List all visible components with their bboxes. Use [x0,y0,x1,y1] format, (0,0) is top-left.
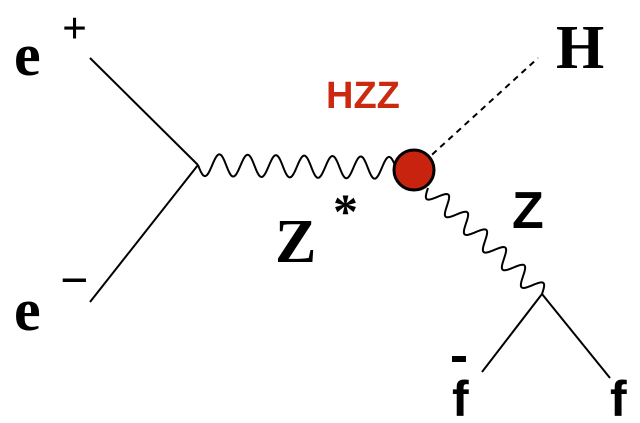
e-plus-sign: + [62,4,87,53]
antifermion-line [481,293,543,373]
e-minus-label: e [14,277,41,343]
antifermion-bar [452,356,466,362]
e-minus-sign: − [60,252,89,308]
higgs-label: H [556,14,604,82]
z-boson-label: Z [512,182,544,240]
z-boson-line [424,187,546,295]
antifermion-label: f [452,371,469,423]
z-star-propagator [197,153,397,180]
higgs-line [423,57,539,163]
e-minus-line [89,164,199,303]
fermion-line [541,293,611,379]
e-plus-label: e [14,22,41,88]
z-star-label: Z [275,208,316,276]
z-star-mark: * [333,183,358,239]
hzz-vertex [392,148,436,192]
fermion-label: f [610,371,627,423]
vertex-label: HZZ [326,75,400,117]
e-plus-line [89,57,199,166]
